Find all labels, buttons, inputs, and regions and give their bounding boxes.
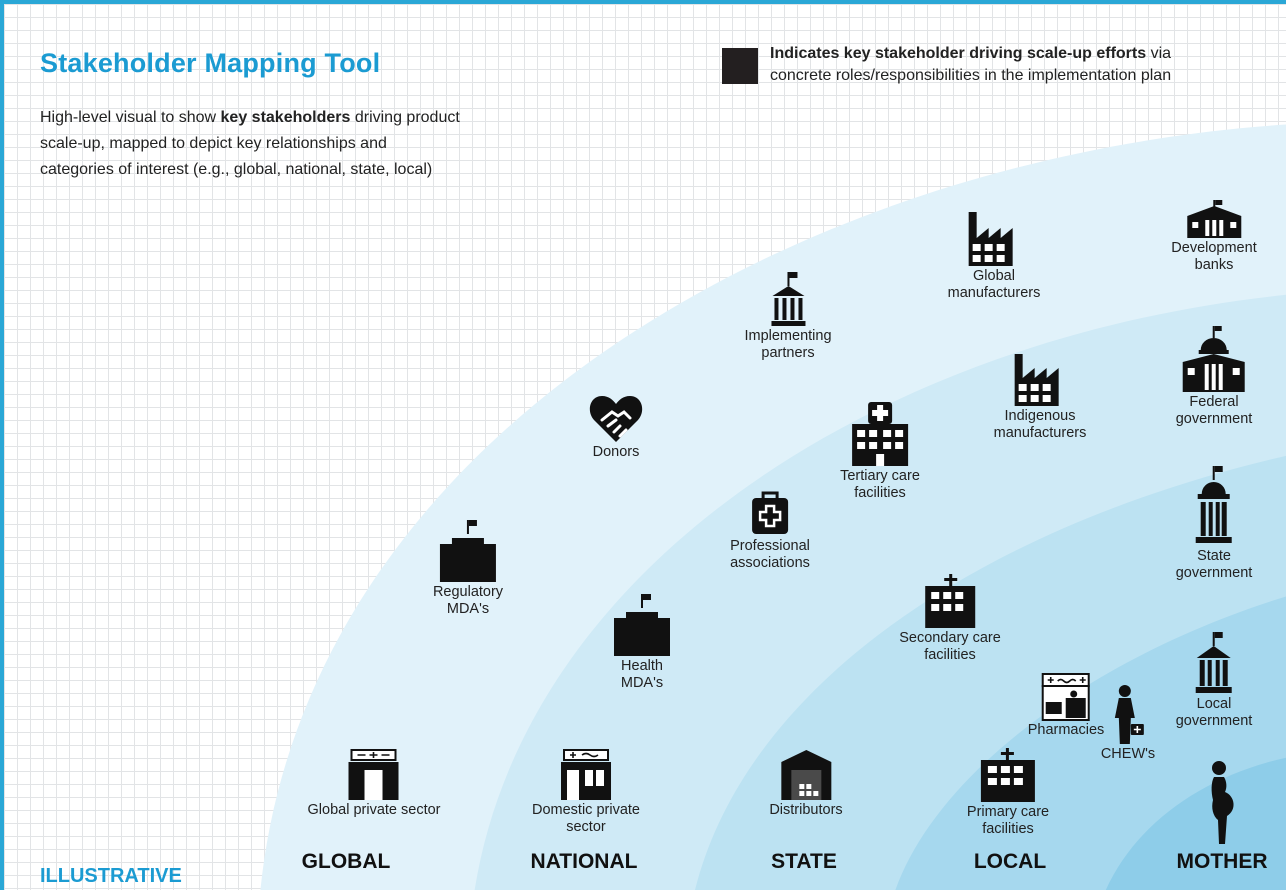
building-flag-icon bbox=[440, 520, 496, 582]
node-development-banks: Development banks bbox=[1171, 200, 1257, 274]
node-global-manufacturers: Global manufacturers bbox=[947, 208, 1041, 302]
label-chews: CHEW's bbox=[1100, 746, 1156, 762]
node-federal-government: Federal government bbox=[1175, 326, 1253, 428]
label-donors: Donors bbox=[592, 444, 640, 460]
pharmacy-icon bbox=[1042, 673, 1090, 721]
shop-icon bbox=[348, 749, 399, 800]
label-global-manufacturers: Global manufacturers bbox=[947, 268, 1041, 301]
label-distributors: Distributors bbox=[769, 802, 843, 818]
building-flag-icon bbox=[614, 594, 670, 656]
capitol-building-icon bbox=[1182, 326, 1245, 392]
medical-kit-icon bbox=[751, 491, 788, 534]
label-pharmacies: Pharmacies bbox=[1027, 722, 1105, 738]
illustrative-label: ILLUSTRATIVE bbox=[40, 865, 182, 887]
node-chews: CHEW's bbox=[1101, 684, 1155, 763]
bank-icon bbox=[1187, 200, 1241, 238]
node-state-government: State government bbox=[1175, 466, 1253, 582]
description: High-level visual to show key stakeholde… bbox=[40, 105, 460, 183]
node-secondary-care: Secondary care facilities bbox=[899, 574, 1001, 664]
node-tertiary-care: Tertiary care facilities bbox=[840, 402, 920, 502]
legend-key-swatch bbox=[722, 48, 758, 84]
label-indigenous-manufacturers: Indigenous manufacturers bbox=[993, 408, 1087, 441]
description-text-2: driving product scale-up, mapped to depi… bbox=[40, 109, 460, 178]
label-implementing-partners: Implementing partners bbox=[744, 328, 832, 361]
category-global: GLOBAL bbox=[301, 850, 391, 873]
pregnant-woman-icon bbox=[1211, 761, 1234, 844]
category-mother: MOTHER bbox=[1176, 850, 1268, 873]
label-professional-associations: Professional associations bbox=[730, 538, 810, 571]
hospital-icon bbox=[852, 402, 908, 466]
legend-text-1: via bbox=[1146, 45, 1172, 62]
shop-icon bbox=[560, 749, 611, 800]
government-building-icon bbox=[1195, 632, 1232, 693]
factory-icon bbox=[969, 212, 1013, 266]
government-building-icon bbox=[770, 272, 805, 326]
label-regulatory-mdas: Regulatory MDA's bbox=[432, 584, 504, 617]
node-global-private-sector: Global private sector bbox=[307, 748, 441, 819]
node-health-mdas: Health MDA's bbox=[612, 594, 672, 692]
label-health-mdas: Health MDA's bbox=[620, 658, 664, 691]
legend-text-2: concrete roles/responsibilities in the i… bbox=[770, 67, 1172, 84]
label-secondary-care: Secondary care facilities bbox=[899, 630, 1001, 663]
node-donors: Donors bbox=[588, 392, 644, 461]
label-local-government: Local government bbox=[1175, 696, 1253, 729]
health-worker-icon bbox=[1114, 685, 1144, 744]
node-primary-care: Primary care facilities bbox=[967, 748, 1049, 838]
node-regulatory-mdas: Regulatory MDA's bbox=[433, 520, 503, 618]
label-development-banks: Development banks bbox=[1171, 240, 1257, 273]
node-distributors: Distributors bbox=[769, 748, 843, 819]
node-local-government: Local government bbox=[1175, 632, 1253, 730]
hospital-icon bbox=[925, 574, 975, 628]
node-pharmacies: Pharmacies bbox=[1027, 672, 1105, 739]
factory-icon bbox=[1015, 354, 1059, 406]
label-tertiary-care: Tertiary care facilities bbox=[840, 468, 920, 501]
label-global-private-sector: Global private sector bbox=[307, 802, 441, 818]
warehouse-icon bbox=[780, 750, 831, 800]
heart-handshake-icon bbox=[589, 396, 643, 442]
category-local: LOCAL bbox=[973, 850, 1047, 873]
node-domestic-private-sector: Domestic private sector bbox=[532, 748, 640, 836]
hospital-icon bbox=[981, 748, 1035, 802]
label-primary-care: Primary care facilities bbox=[966, 804, 1050, 837]
label-domestic-private-sector: Domestic private sector bbox=[532, 802, 640, 835]
page-title: Stakeholder Mapping Tool bbox=[40, 48, 381, 78]
node-mother bbox=[1205, 760, 1239, 846]
description-text-1: High-level visual to show bbox=[40, 109, 221, 126]
node-implementing-partners: Implementing partners bbox=[744, 272, 832, 362]
description-bold: key stakeholders bbox=[220, 109, 351, 126]
legend-bold: Indicates key stakeholder driving scale-… bbox=[770, 45, 1147, 62]
legend-text: Indicates key stakeholder driving scale-… bbox=[770, 43, 1171, 87]
node-indigenous-manufacturers: Indigenous manufacturers bbox=[993, 350, 1087, 442]
label-state-government: State government bbox=[1175, 548, 1253, 581]
label-federal-government: Federal government bbox=[1175, 394, 1253, 427]
node-professional-associations: Professional associations bbox=[730, 490, 810, 572]
capitol-icon bbox=[1195, 466, 1232, 543]
category-national: NATIONAL bbox=[530, 850, 638, 873]
category-state: STATE bbox=[771, 850, 837, 873]
ring-mother bbox=[1105, 757, 1286, 890]
